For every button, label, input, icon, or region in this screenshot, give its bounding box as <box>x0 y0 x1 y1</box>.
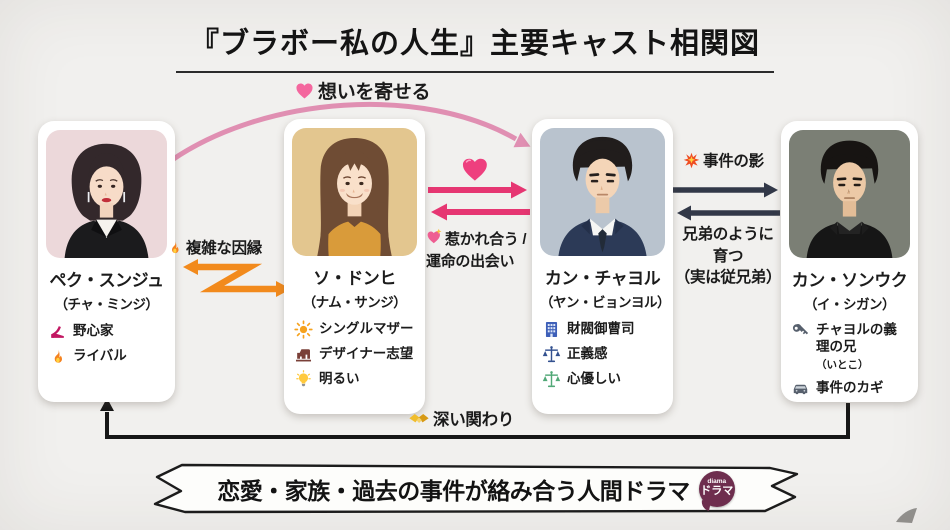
heart-icon <box>294 80 315 101</box>
trait-row: デザイナー志望 <box>294 345 415 364</box>
character-actor-name: （イ・シガン） <box>804 297 896 312</box>
trait-label: 財閥御曹司 <box>567 321 635 337</box>
trait-list: 財閥御曹司 正義感 心優しい <box>540 320 665 389</box>
relation-text: 育つ <box>712 247 744 265</box>
header: 『ブラボー私の人生』主要キャスト相関図 <box>0 20 950 73</box>
character-actor-name: （チャ・ミンジ） <box>54 297 159 312</box>
trait-list: シングルマザー デザイナー志望 明るい <box>292 320 417 389</box>
relation-text: 惹かれ合う / <box>445 231 527 248</box>
ribbon-shape <box>153 463 799 514</box>
trait-list: チャヨルの義理の兄（いとこ） 事件のカギ <box>789 322 910 398</box>
trait-label: 野心家 <box>73 323 114 339</box>
key-icon <box>791 322 810 341</box>
page-title: 『ブラボー私の人生』主要キャスト相関図 <box>175 20 774 73</box>
relation-label-deep: 深い関わり <box>408 406 514 430</box>
trait-row: 野心家 <box>48 322 165 341</box>
character-name: カン・チャヨル <box>544 269 661 288</box>
trait-row: シングルマザー <box>294 320 415 339</box>
character-actor-name: （ヤン・ビョンヨル） <box>540 295 671 310</box>
relation-label-incident: 事件の影 <box>683 149 764 171</box>
trait-row: ライバル <box>48 347 165 366</box>
trait-row: 明るい <box>294 370 415 389</box>
character-card-pek-sunju: ペク・スンジュ （チャ・ミンジ） 野心家 ライバル <box>38 121 175 402</box>
sparkling-heart-icon <box>426 228 443 251</box>
attracted-arrows <box>428 181 530 221</box>
corner-mark <box>896 508 917 523</box>
banner-text: 恋愛・家族・過去の事件が絡み合う人間ドラマ <box>217 477 690 504</box>
relation-text: 複雑な因縁 <box>186 240 263 257</box>
character-name: ソ・ドンヒ <box>313 269 396 288</box>
badge-text-bottom: ドラマ <box>700 485 734 498</box>
relation-text: 兄弟のように <box>682 226 774 243</box>
portrait-kang-chayol <box>540 128 665 256</box>
character-card-kang-sonuk: カン・ソンウク （イ・シガン） チャヨルの義理の兄（いとこ） 事件のカギ <box>781 121 918 402</box>
collision-icon <box>683 152 700 169</box>
relation-text: 事件の影 <box>703 153 764 170</box>
trait-row: 心優しい <box>542 370 663 389</box>
badge-text-top: diama <box>707 477 727 485</box>
trait-label: シングルマザー <box>319 321 414 337</box>
trait-row: チャヨルの義理の兄（いとこ） <box>791 322 908 373</box>
high-heel-icon <box>48 322 67 341</box>
character-card-so-donhi: ソ・ドンヒ （ナム・サンジ） シングルマザー デザイナー志望 明るい <box>284 119 425 414</box>
scales-green-icon <box>542 370 561 389</box>
trait-label: デザイナー志望 <box>319 346 414 362</box>
character-actor-name: （ナム・サンジ） <box>302 295 407 310</box>
light-bulb-icon <box>294 370 313 389</box>
trait-label: 事件のカギ <box>816 379 884 395</box>
handshake-icon <box>408 407 430 429</box>
trait-label: 心優しい <box>567 371 621 387</box>
incident-arrows <box>673 182 780 221</box>
trait-row: 事件のカギ <box>791 379 908 398</box>
scales-blue-icon <box>542 345 561 364</box>
relation-text: 深い関わり <box>433 411 515 429</box>
fire-icon <box>48 347 67 366</box>
heart-between-arrows <box>462 158 487 181</box>
trait-label: ライバル <box>73 348 127 364</box>
complicated-arrow <box>183 259 291 297</box>
trait-row: 財閥御曹司 <box>542 320 663 339</box>
relation-text: 運命の出会い <box>426 253 515 270</box>
trait-row: 正義感 <box>542 345 663 364</box>
relation-label-attracted: 惹かれ合う / 運命の出会い <box>426 228 538 272</box>
portrait-so-donhi <box>292 128 417 256</box>
drama-logo-badge: diama ドラマ <box>698 470 735 507</box>
fire-icon <box>166 239 183 256</box>
portrait-pek-sunju <box>46 130 167 258</box>
character-name: カン・ソンウク <box>791 271 908 290</box>
relation-label-complicated: 複雑な因縁 <box>166 236 262 258</box>
character-name: ペク・スンジュ <box>49 271 164 290</box>
relation-text: （実は従兄弟） <box>674 269 782 287</box>
relation-label-brothers: 兄弟のように 育つ （実は従兄弟） <box>669 224 787 289</box>
trait-label: 明るい <box>319 371 360 387</box>
car-icon <box>791 379 810 398</box>
relation-label-admire: 想いを寄せる <box>294 77 431 104</box>
sun-icon <box>294 320 313 339</box>
trait-label: チャヨルの義理の兄（いとこ） <box>816 322 897 371</box>
character-card-kang-chayol: カン・チャヨル （ヤン・ビョンヨル） 財閥御曹司 正義感 心優しい <box>532 119 673 414</box>
portrait-kang-sonuk <box>789 130 910 258</box>
sewing-machine-icon <box>294 345 313 364</box>
office-building-icon <box>542 320 561 339</box>
relation-text: 想いを寄せる <box>318 82 431 103</box>
trait-label: 正義感 <box>567 346 608 362</box>
footer-banner: 恋愛・家族・過去の事件が絡み合う人間ドラマ diama ドラマ <box>152 461 800 516</box>
trait-list: 野心家 ライバル <box>46 322 167 366</box>
